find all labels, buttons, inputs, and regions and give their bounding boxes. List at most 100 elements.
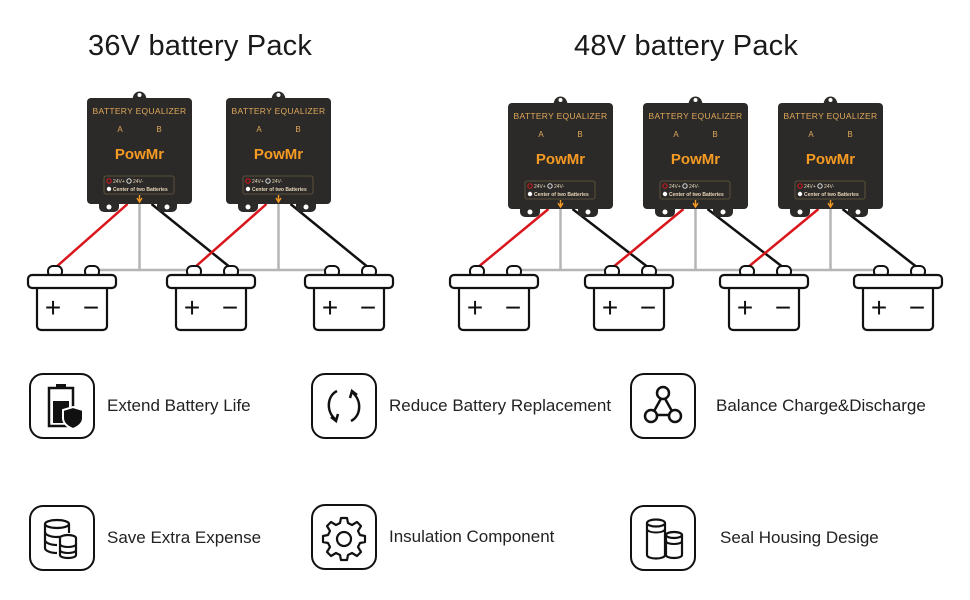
terminal-b-label: B xyxy=(847,130,852,139)
legend-positive-label: 24V+ xyxy=(252,179,264,185)
positive-wire xyxy=(193,203,268,269)
center-arrow xyxy=(692,200,699,209)
legend-box xyxy=(524,180,596,200)
module-header: BATTERY EQUALIZER xyxy=(784,111,878,121)
legend-negative-label: 24V- xyxy=(133,179,144,185)
legend-center-dot xyxy=(662,191,668,197)
feature-label: Insulation Component xyxy=(389,527,555,546)
battery-lid xyxy=(26,273,118,290)
gear-icon xyxy=(321,516,367,562)
mount-hole xyxy=(797,209,803,215)
positive-wire xyxy=(54,203,129,269)
mount-hole xyxy=(303,204,309,210)
legend-negative-label: 24V- xyxy=(689,184,700,190)
legend-negative-dot xyxy=(817,183,823,189)
module-body xyxy=(508,103,613,209)
center-arrow xyxy=(557,200,564,209)
mount-hole xyxy=(693,98,698,102)
terminal-a-label: A xyxy=(256,125,262,134)
battery-minus-label: − xyxy=(360,292,376,323)
legend-positive-label: 24V+ xyxy=(669,184,681,190)
mount-hole xyxy=(855,209,861,215)
battery: +− xyxy=(718,265,810,332)
legend-center-dot xyxy=(106,186,112,192)
icon-box xyxy=(29,373,95,439)
positive-wire xyxy=(611,208,685,269)
battery-lid xyxy=(852,273,944,290)
coin-stack-icon xyxy=(43,518,78,560)
battery-minus-label: − xyxy=(640,292,656,323)
battery-minus-label: − xyxy=(222,292,238,323)
battery: +− xyxy=(583,265,675,332)
battery-plus-label: + xyxy=(871,292,887,323)
mount-hole xyxy=(245,204,251,210)
terminal-a-label: A xyxy=(808,130,814,139)
feature-balance-charge-discharge: Balance Charge&Discharge xyxy=(630,373,926,439)
brand-logo: PowMr xyxy=(115,146,164,163)
legend-center-label: Center of two Batteries xyxy=(113,187,168,193)
mount-hole xyxy=(276,93,281,97)
legend-box xyxy=(103,175,175,195)
battery-minus-label: − xyxy=(505,292,521,323)
legend-positive-dot xyxy=(797,183,803,189)
mount-hole xyxy=(585,209,591,215)
battery-lid xyxy=(448,273,540,290)
feature-label: Extend Battery Life xyxy=(107,396,251,415)
legend-center-label: Center of two Batteries xyxy=(252,187,307,193)
feature-label: Reduce Battery Replacement xyxy=(389,396,612,415)
brand-logo: PowMr xyxy=(806,151,855,168)
mount-hole xyxy=(828,98,833,102)
battery-lid xyxy=(303,273,395,290)
feature-label: Balance Charge&Discharge xyxy=(716,396,926,415)
battery-plus-label: + xyxy=(602,292,618,323)
brand-logo: PowMr xyxy=(671,151,720,168)
battery-lid xyxy=(718,273,810,290)
mount-hole xyxy=(527,209,533,215)
legend-negative-dot xyxy=(126,178,132,184)
module-header: BATTERY EQUALIZER xyxy=(514,111,608,121)
module-body xyxy=(778,103,883,209)
feature-seal-housing-design: Seal Housing Desige xyxy=(630,505,879,571)
legend-center-label: Center of two Batteries xyxy=(534,192,589,198)
battery: +− xyxy=(852,265,944,332)
title-48v-pack: 48V battery Pack xyxy=(574,30,799,62)
battery-minus-label: − xyxy=(775,292,791,323)
legend-center-label: Center of two Batteries xyxy=(804,192,859,198)
legend-negative-label: 24V- xyxy=(554,184,565,190)
battery: +− xyxy=(303,265,395,332)
icon-box xyxy=(311,373,377,439)
terminal-b-label: B xyxy=(156,125,161,134)
center-arrow xyxy=(827,200,834,209)
legend-negative-dot xyxy=(265,178,271,184)
feature-extend-battery-life: Extend Battery Life xyxy=(29,373,251,439)
balance-nodes-icon xyxy=(643,385,683,424)
icon-box xyxy=(630,373,696,439)
legend-box xyxy=(242,175,314,195)
battery-plus-label: + xyxy=(45,292,61,323)
feature-label: Seal Housing Desige xyxy=(720,528,879,547)
negative-wire xyxy=(571,208,650,269)
battery: +− xyxy=(26,265,118,332)
feature-reduce-battery-replacement: Reduce Battery Replacement xyxy=(311,373,611,439)
wires xyxy=(54,203,370,272)
battery-lid xyxy=(165,273,257,290)
legend-positive-dot xyxy=(527,183,533,189)
module-body xyxy=(226,98,331,204)
module-header: BATTERY EQUALIZER xyxy=(232,106,326,116)
mount-hole xyxy=(662,209,668,215)
negative-wire xyxy=(841,208,919,269)
battery: +− xyxy=(165,265,257,332)
terminal-a-label: A xyxy=(117,125,123,134)
feature-label: Save Extra Expense xyxy=(107,528,262,547)
terminal-b-label: B xyxy=(712,130,717,139)
positive-wire xyxy=(746,208,820,269)
legend-negative-label: 24V- xyxy=(824,184,835,190)
terminal-a-label: A xyxy=(538,130,544,139)
